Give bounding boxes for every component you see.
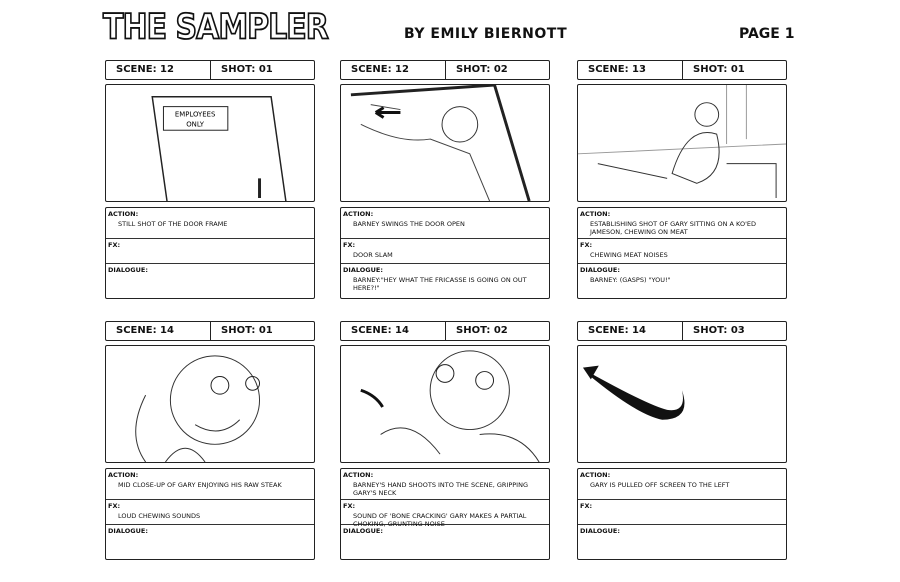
shot-label: SHOT: 01 (221, 325, 273, 336)
scene-label: SCENE: 13 (578, 61, 683, 79)
title-logo: THE SAMPLER (102, 6, 329, 48)
dialogue-label: DIALOGUE: (108, 527, 148, 535)
panel-header: SCENE: 14 SHOT: 01 (105, 321, 315, 341)
storyboard-panel: SCENE: 13 SHOT: 01 ACTION: ESTABLISHING SH… (577, 60, 787, 299)
action-text: ESTABLISHING SHOT OF GARY SITTING ON A K… (590, 220, 756, 236)
fx-label: FX: (580, 502, 593, 510)
action-label: ACTION: (108, 210, 139, 218)
panel-sketch: EMPLOYEES ONLY (105, 84, 315, 202)
action-text: STILL SHOT OF THE DOOR FRAME (118, 220, 228, 228)
panel-sketch (340, 84, 550, 202)
panel-sketch (340, 345, 550, 463)
panel-sketch (105, 345, 315, 463)
dialogue-text: BARNEY: (GASPS) "YOU!" (590, 276, 671, 284)
panel-notes: ACTION:STILL SHOT OF THE DOOR FRAME FX: … (105, 207, 315, 299)
fx-label: FX: (343, 241, 356, 249)
dialogue-label: DIALOGUE: (343, 527, 383, 535)
fx-label: FX: (108, 502, 121, 510)
scene-label: SCENE: 14 (578, 322, 683, 340)
scene-label: SCENE: 12 (106, 61, 211, 79)
panel-sketch (577, 84, 787, 202)
fx-label: FX: (580, 241, 593, 249)
action-label: ACTION: (108, 471, 139, 479)
page-number: PAGE 1 (739, 26, 795, 42)
action-label: ACTION: (343, 471, 374, 479)
author: BY EMILY BIERNOTT (404, 26, 568, 42)
panel-header: SCENE: 12 SHOT: 01 (105, 60, 315, 80)
fx-text: DOOR SLAM (353, 251, 393, 259)
action-text: BARNEY'S HAND SHOOTS INTO THE SCENE, GRI… (353, 481, 528, 497)
action-text: GARY IS PULLED OFF SCREEN TO THE LEFT (590, 481, 730, 489)
dialogue-label: DIALOGUE: (580, 266, 620, 274)
shot-label: SHOT: 02 (456, 64, 508, 75)
panel-notes: ACTION: MID CLOSE-UP OF GARY ENJOYING HIS… (105, 468, 315, 560)
shot-label: SHOT: 01 (693, 64, 745, 75)
shot-label: SHOT: 03 (693, 325, 745, 336)
fx-label: FX: (108, 241, 121, 249)
panel-notes: ACTION: BARNEY SWINGS THE DOOR OPEN FX: DO… (340, 207, 550, 299)
fx-label: FX: (343, 502, 356, 510)
panel-notes: ACTION: ESTABLISHING SHOT OF GARY SITTING… (577, 207, 787, 299)
panel-sketch (577, 345, 787, 463)
dialogue-text: BARNEY:"HEY WHAT THE FRICASSE IS GOING O… (353, 276, 527, 292)
storyboard-panel: SCENE: 14 SHOT: 03 ACTION: GARY IS PULLED … (577, 321, 787, 560)
action-text: BARNEY SWINGS THE DOOR OPEN (353, 220, 465, 228)
action-label: ACTION: (580, 471, 611, 479)
dialogue-label: DIALOGUE: (108, 266, 148, 274)
action-text: MID CLOSE-UP OF GARY ENJOYING HIS RAW ST… (118, 481, 282, 489)
panel-header: SCENE: 12 SHOT: 02 (340, 60, 550, 80)
storyboard-panel: SCENE: 12 SHOT: 02 ACTION: BARNEY SWINGS T… (340, 60, 550, 299)
panel-notes: ACTION: BARNEY'S HAND SHOOTS INTO THE SCE… (340, 468, 550, 560)
action-label: ACTION: (343, 210, 374, 218)
panel-header: SCENE: 14 SHOT: 02 (340, 321, 550, 341)
svg-text:ONLY: ONLY (186, 120, 205, 128)
scene-label: SCENE: 12 (341, 61, 446, 79)
fx-text: CHEWING MEAT NOISES (590, 251, 668, 259)
scene-label: SCENE: 14 (106, 322, 211, 340)
storyboard-panel: SCENE: 12 SHOT: 01 EMPLOYEES ONLY ACTION: S… (105, 60, 315, 299)
panel-header: SCENE: 13 SHOT: 01 (577, 60, 787, 80)
shot-label: SHOT: 02 (456, 325, 508, 336)
fx-text: SOUND OF 'BONE CRACKING' GARY MAKES A PA… (353, 512, 527, 528)
fx-text: LOUD CHEWING SOUNDS (118, 512, 201, 520)
dialogue-label: DIALOGUE: (580, 527, 620, 535)
storyboard-panel: SCENE: 14 SHOT: 02 ACTION: BARNEY'S HAND S… (340, 321, 550, 560)
scene-label: SCENE: 14 (341, 322, 446, 340)
storyboard-panel: SCENE: 14 SHOT: 01 ACTION: MID CLOSE-UP OF… (105, 321, 315, 560)
shot-label: SHOT: 01 (221, 64, 273, 75)
action-label: ACTION: (580, 210, 611, 218)
panel-header: SCENE: 14 SHOT: 03 (577, 321, 787, 341)
panel-notes: ACTION: GARY IS PULLED OFF SCREEN TO THE … (577, 468, 787, 560)
svg-text:EMPLOYEES: EMPLOYEES (175, 110, 216, 118)
dialogue-label: DIALOGUE: (343, 266, 383, 274)
